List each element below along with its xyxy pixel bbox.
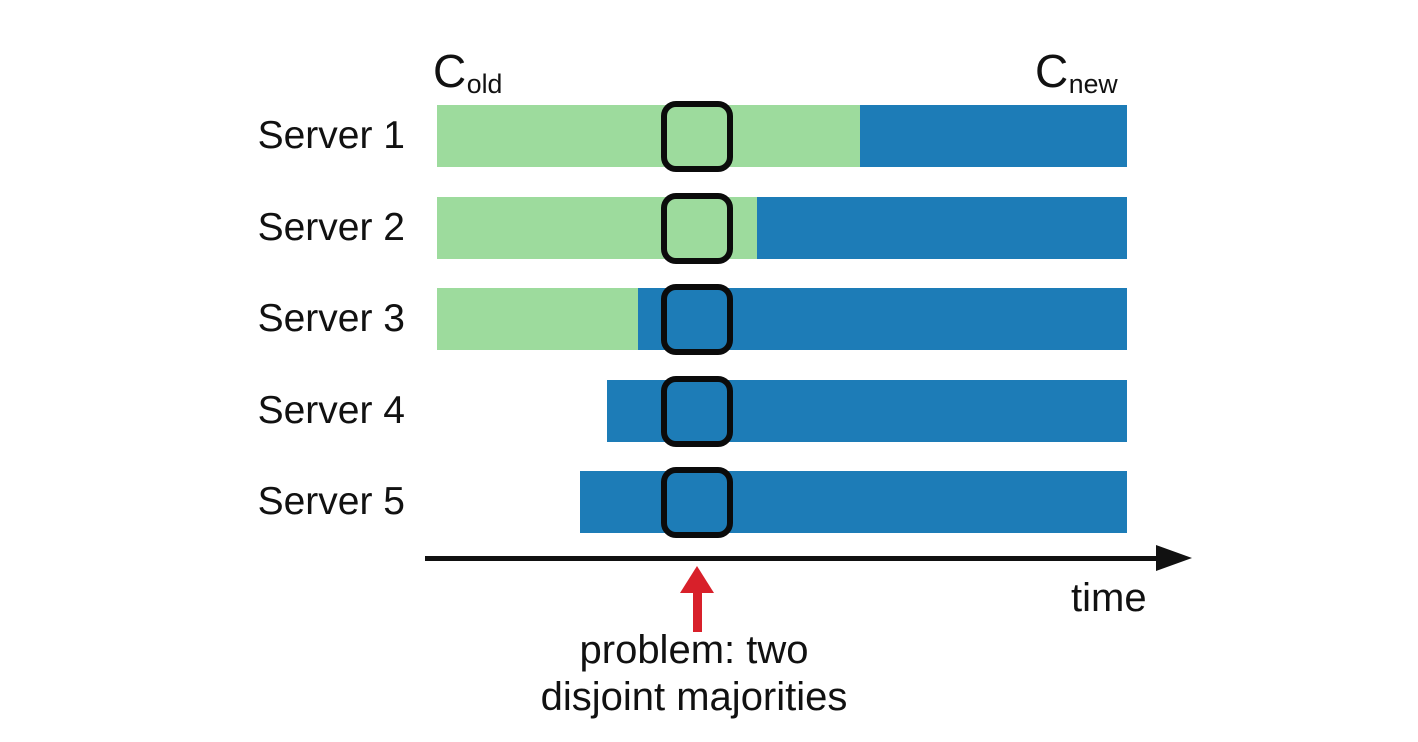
c-new-base: C [1035,45,1069,97]
server-label: Server 4 [257,389,405,432]
old-config-bar-segment [437,197,757,259]
c-new-label: Cnew [1035,44,1118,100]
old-config-bar-segment [437,105,860,167]
majority-window-box [661,467,733,538]
new-config-bar-segment [757,197,1127,259]
time-axis-label: time [1071,576,1147,620]
c-new-subscript: new [1068,68,1118,99]
majority-window-box [661,284,733,355]
server-label: Server 5 [257,480,405,523]
annotation-line-2: disjoint majorities [540,675,848,719]
time-axis-arrowhead-icon [1156,545,1192,571]
server-label: Server 3 [257,297,405,340]
problem-arrow-shaft [693,590,702,632]
majority-window-box [661,101,733,172]
majority-window-box [661,193,733,264]
problem-arrow-icon [680,566,714,593]
annotation-line-1: problem: two [579,628,809,672]
server-label: Server 2 [257,206,405,249]
time-axis-line [425,556,1162,561]
c-old-subscript: old [466,68,503,99]
new-config-bar-segment [860,105,1127,167]
c-old-base: C [433,45,467,97]
new-config-bar-segment [607,380,1127,442]
server-label: Server 1 [257,114,405,157]
majority-window-box [661,376,733,447]
c-old-label: Cold [433,44,502,100]
old-config-bar-segment [437,288,638,350]
problem-annotation: problem: two disjoint majorities [514,627,874,721]
